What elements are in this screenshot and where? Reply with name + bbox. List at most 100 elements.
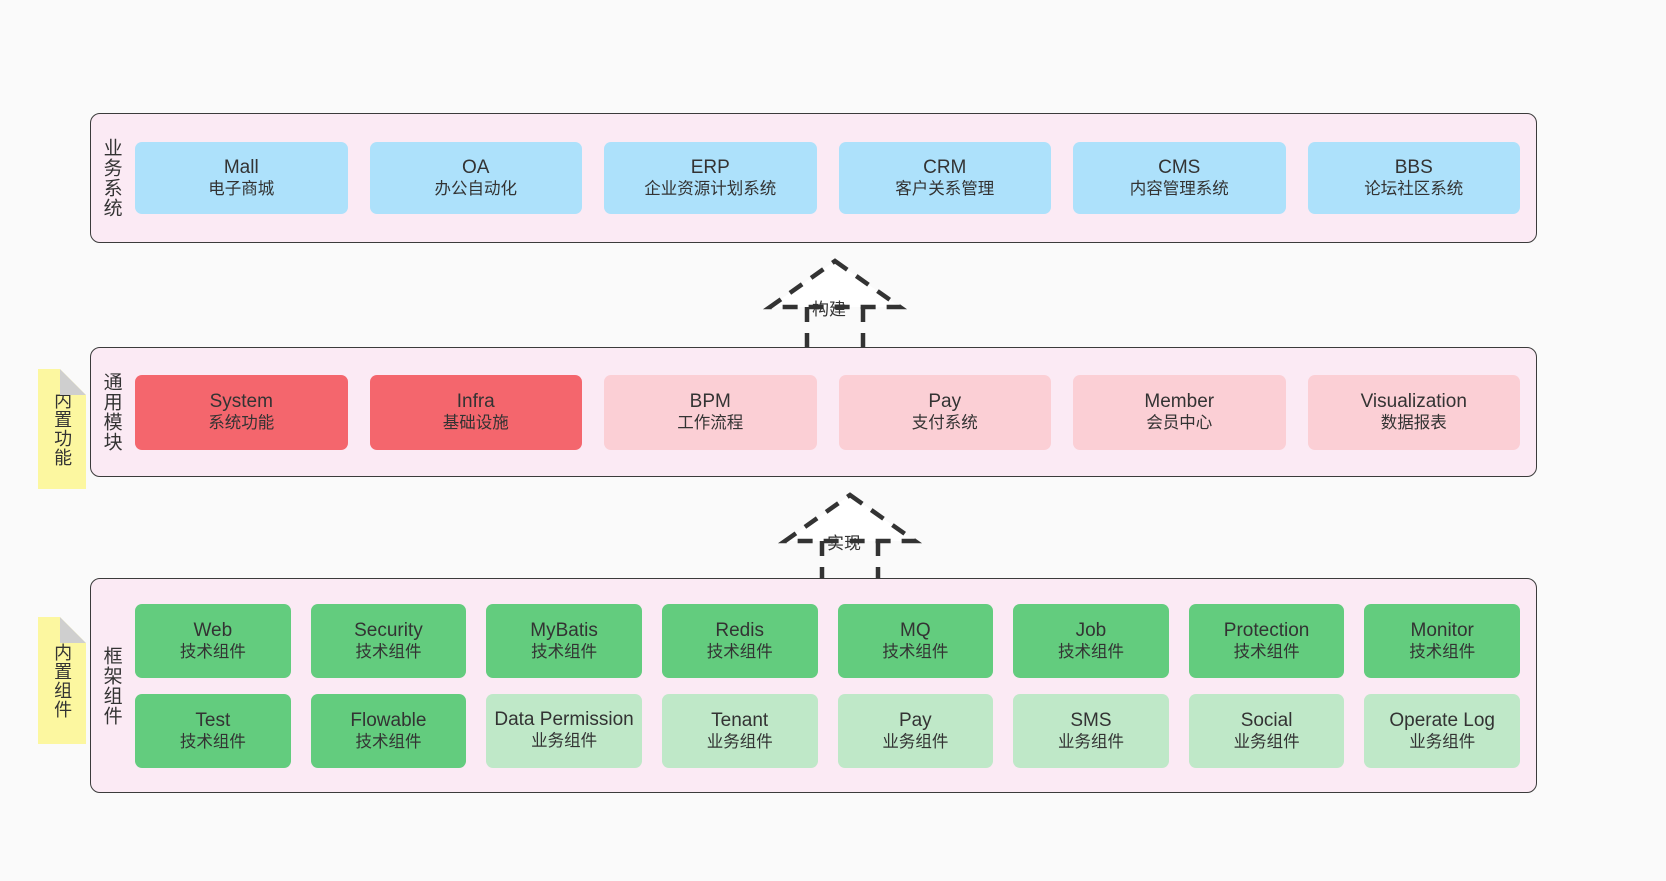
card-title: Job [1075, 619, 1107, 641]
layer-business-system: 业务系统 Mall 电子商城 OA 办公自动化 ERP 企业资源计划系统 CRM… [90, 113, 1537, 243]
card-system[interactable]: System 系统功能 [135, 374, 348, 450]
row: Mall 电子商城 OA 办公自动化 ERP 企业资源计划系统 CRM 客户关系… [135, 142, 1520, 214]
card-subtitle: 技术组件 [531, 642, 598, 661]
card-title: Test [195, 709, 231, 731]
card-subtitle: 业务组件 [706, 732, 773, 751]
card-title: Pay [898, 709, 932, 731]
card-bbs[interactable]: BBS 论坛社区系统 [1307, 142, 1520, 214]
layer-framework-component: 框架组件 Web 技术组件 Security 技术组件 MyBatis 技术组件… [90, 578, 1537, 793]
card-title: Protection [1223, 619, 1310, 641]
card-subtitle: 电子商城 [208, 180, 275, 199]
card-monitor[interactable]: Monitor 技术组件 [1364, 603, 1520, 678]
card-title: MyBatis [530, 619, 598, 641]
card-sms[interactable]: SMS 业务组件 [1013, 693, 1169, 768]
card-data-permission[interactable]: Data Permission 业务组件 [486, 693, 642, 768]
card-crm[interactable]: CRM 客户关系管理 [838, 142, 1051, 214]
card-subtitle: 内容管理系统 [1129, 180, 1229, 199]
card-subtitle: 业务组件 [1409, 732, 1476, 751]
card-title: BBS [1394, 157, 1433, 179]
card-subtitle: 技术组件 [355, 642, 422, 661]
card-subtitle: 数据报表 [1380, 414, 1447, 433]
row: System 系统功能 Infra 基础设施 BPM 工作流程 Pay 支付系统… [135, 374, 1520, 450]
connector-implement: 实现 [765, 489, 935, 581]
card-subtitle: 技术组件 [1409, 642, 1476, 661]
card-title: SMS [1070, 709, 1112, 731]
card-pay[interactable]: Pay 支付系统 [838, 374, 1051, 450]
layer-title-business-system: 业务系统 [100, 138, 122, 218]
card-title: Social [1240, 709, 1293, 731]
card-security[interactable]: Security 技术组件 [310, 603, 467, 678]
layer-body-business-system: Mall 电子商城 OA 办公自动化 ERP 企业资源计划系统 CRM 客户关系… [131, 114, 1536, 242]
card-operate-log[interactable]: Operate Log 业务组件 [1364, 693, 1520, 768]
card-redis[interactable]: Redis 技术组件 [661, 603, 818, 678]
card-test[interactable]: Test 技术组件 [135, 693, 291, 768]
card-social[interactable]: Social 业务组件 [1188, 693, 1345, 768]
card-mall[interactable]: Mall 电子商城 [135, 142, 348, 214]
card-title: ERP [690, 157, 730, 179]
card-subtitle: 业务组件 [882, 732, 949, 751]
card-subtitle: 工作流程 [677, 414, 744, 433]
card-subtitle: 会员中心 [1146, 414, 1213, 433]
card-subtitle: 客户关系管理 [895, 180, 995, 199]
card-title: MQ [900, 619, 931, 641]
card-title: Web [193, 619, 233, 641]
connector-implement-label: 实现 [827, 534, 861, 553]
card-pay-business[interactable]: Pay 业务组件 [837, 693, 994, 768]
card-mq[interactable]: MQ 技术组件 [837, 603, 994, 678]
card-subtitle: 系统功能 [208, 414, 275, 433]
card-title: Redis [715, 619, 764, 641]
card-tenant[interactable]: Tenant 业务组件 [661, 693, 818, 768]
card-subtitle: 技术组件 [179, 642, 246, 661]
card-infra[interactable]: Infra 基础设施 [369, 374, 582, 450]
card-title: Member [1144, 391, 1215, 413]
layer-common-module: 通用模块 System 系统功能 Infra 基础设施 BPM 工作流程 Pay… [90, 347, 1537, 477]
note-builtin-feature: 内置功能 [38, 369, 86, 489]
card-mybatis[interactable]: MyBatis 技术组件 [486, 603, 642, 678]
card-subtitle: 业务组件 [1057, 732, 1124, 751]
card-subtitle: 技术组件 [882, 642, 949, 661]
card-title: Pay [928, 391, 962, 413]
card-oa[interactable]: OA 办公自动化 [369, 142, 582, 214]
card-title: CRM [923, 157, 967, 179]
card-member[interactable]: Member 会员中心 [1073, 374, 1286, 450]
card-title: System [209, 391, 273, 413]
card-title: Operate Log [1389, 709, 1495, 731]
card-title: Infra [456, 391, 495, 413]
card-title: CMS [1158, 157, 1201, 179]
card-subtitle: 技术组件 [179, 732, 246, 751]
card-subtitle: 论坛社区系统 [1364, 180, 1464, 199]
card-title: OA [462, 157, 490, 179]
card-cms[interactable]: CMS 内容管理系统 [1073, 142, 1286, 214]
connector-build-label: 构建 [812, 300, 846, 319]
card-title: Monitor [1410, 619, 1474, 641]
layer-body-common-module: System 系统功能 Infra 基础设施 BPM 工作流程 Pay 支付系统… [131, 348, 1536, 476]
card-title: Mall [223, 157, 259, 179]
layer-title-common-module: 通用模块 [100, 372, 122, 452]
card-subtitle: 业务组件 [531, 732, 598, 751]
card-subtitle: 支付系统 [911, 414, 978, 433]
note-label: 内置组件 [52, 642, 73, 719]
card-title: BPM [689, 391, 731, 413]
card-subtitle: 技术组件 [1233, 642, 1300, 661]
card-protection[interactable]: Protection 技术组件 [1188, 603, 1345, 678]
layer-title-framework-component: 框架组件 [100, 645, 122, 726]
card-flowable[interactable]: Flowable 技术组件 [310, 693, 467, 768]
card-bpm[interactable]: BPM 工作流程 [604, 374, 817, 450]
card-title: Tenant [711, 709, 769, 731]
card-subtitle: 基础设施 [442, 414, 509, 433]
card-web[interactable]: Web 技术组件 [135, 603, 291, 678]
card-subtitle: 办公自动化 [434, 180, 518, 199]
card-visualization[interactable]: Visualization 数据报表 [1307, 374, 1520, 450]
card-erp[interactable]: ERP 企业资源计划系统 [604, 142, 817, 214]
card-title: Security [354, 619, 423, 641]
card-subtitle: 企业资源计划系统 [644, 180, 777, 199]
card-job[interactable]: Job 技术组件 [1013, 603, 1169, 678]
row: Web 技术组件 Security 技术组件 MyBatis 技术组件 Redi… [135, 603, 1520, 678]
card-subtitle: 业务组件 [1233, 732, 1300, 751]
card-title: Visualization [1360, 391, 1467, 413]
layer-body-framework-component: Web 技术组件 Security 技术组件 MyBatis 技术组件 Redi… [131, 579, 1536, 792]
note-fold-corner [60, 617, 86, 643]
card-subtitle: 技术组件 [1057, 642, 1124, 661]
connector-build: 构建 [750, 255, 920, 350]
